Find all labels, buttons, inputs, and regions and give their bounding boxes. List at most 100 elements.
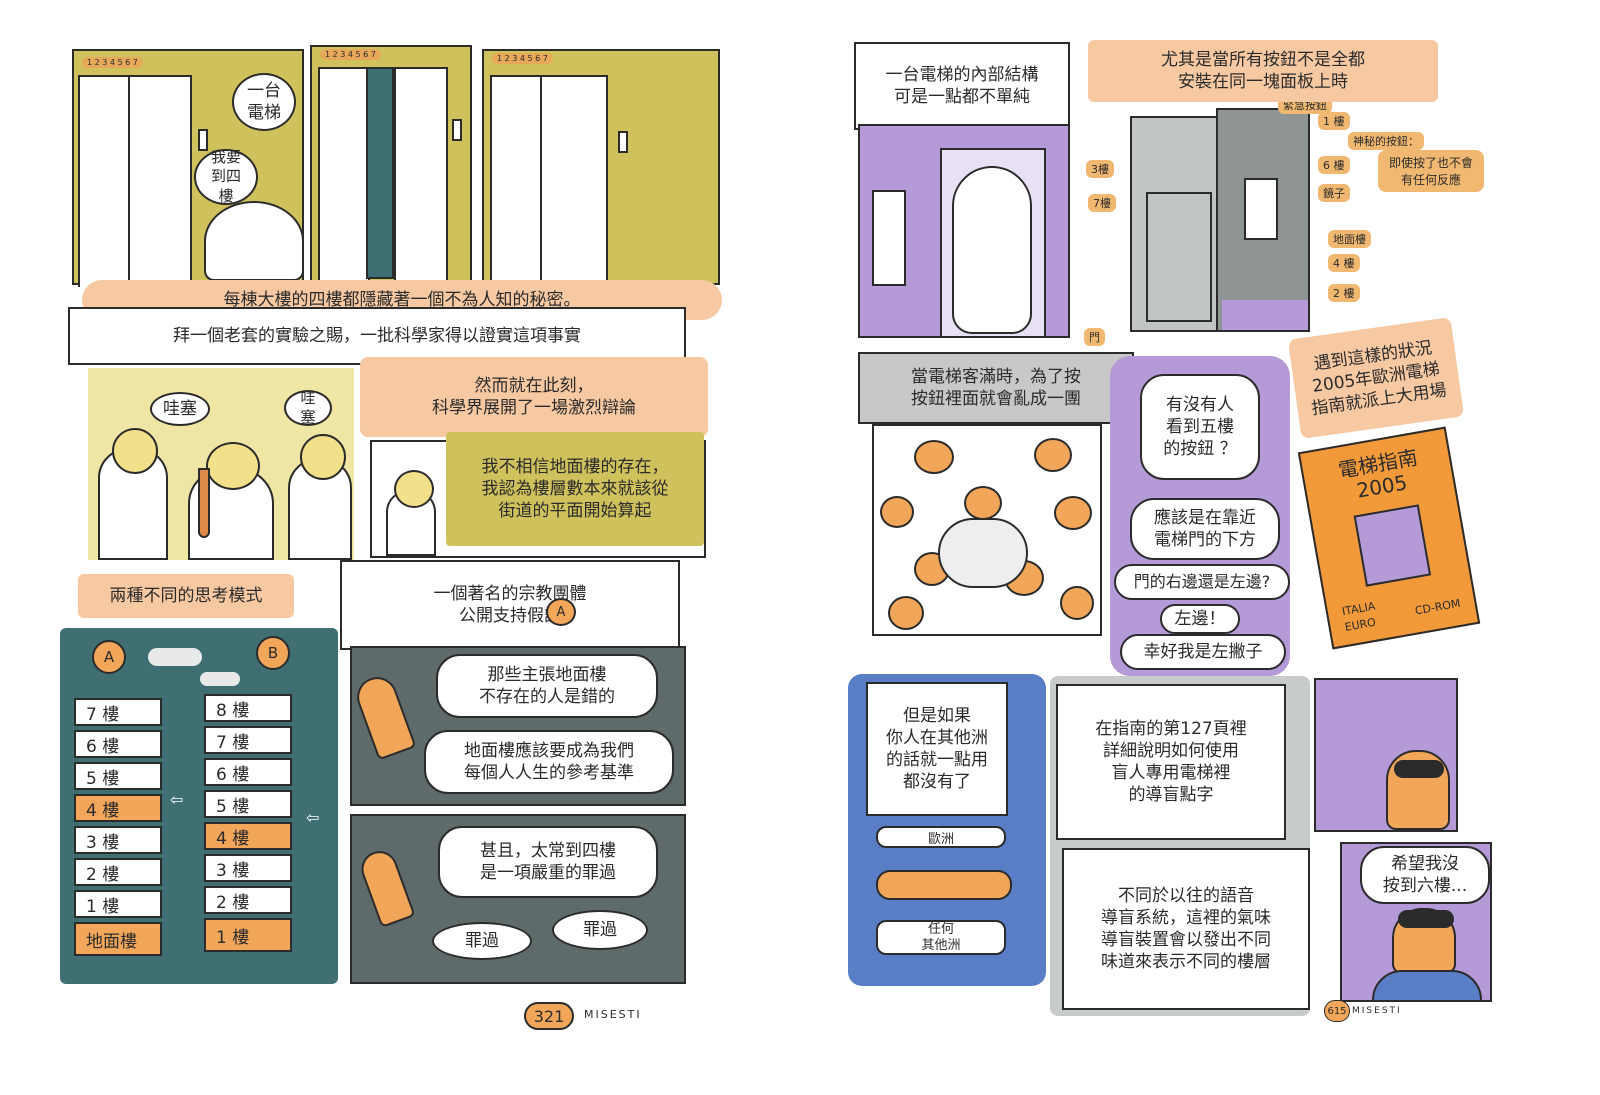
pointing-hand-icon xyxy=(352,671,417,761)
caption-page-127: 在指南的第127頁裡 詳細說明如何使用 盲人專用電梯裡 的導盲點字 xyxy=(1056,684,1286,840)
artist-signature: MISESTI xyxy=(584,1008,642,1021)
floor-column-b: 8 樓 7 樓 6 樓 5 樓 4 樓 3 樓 2 樓 1 樓 xyxy=(204,694,292,952)
floor-b-5: 5 樓 xyxy=(204,790,292,818)
elevator-frame-3: 1 2 3 4 5 6 7 xyxy=(482,49,720,285)
speech-bubble-sixth-floor: 希望我沒 按到六樓... xyxy=(1360,846,1490,904)
book-label-euro: EURO xyxy=(1343,615,1377,634)
speech-bubble-lefty: 幸好我是左撇子 xyxy=(1120,634,1286,670)
call-button-icon xyxy=(618,131,628,153)
scientist-center-head xyxy=(206,442,260,490)
caption-crowd: 當電梯客滿時，為了按 按鈕裡面就會亂成一團 xyxy=(858,352,1134,424)
passenger-head xyxy=(1034,438,1072,472)
elevator-door-right xyxy=(540,75,608,285)
caption-other-continent: 但是如果 你人在其他洲 的話就一點用 都沒有了 xyxy=(866,682,1008,816)
artist-signature: MISESTI xyxy=(1352,1006,1402,1016)
floor-a-4: 4 樓 xyxy=(74,794,162,822)
speech-bubble-wrong: 那些主張地面樓 不存在的人是錯的 xyxy=(436,654,658,718)
left-page: 1 2 3 4 5 6 7 一台 電梯 我要 到四樓 1 2 3 4 5 6 7… xyxy=(0,0,780,1095)
speech-bubble-sin-small-2: 罪過 xyxy=(552,910,648,950)
label-floor-4: 4 樓 xyxy=(1328,254,1360,272)
panel-blind-person-1 xyxy=(1314,678,1458,832)
floor-indicator: 1 2 3 4 5 6 7 xyxy=(320,49,381,60)
label-ground-floor: 地面樓 xyxy=(1328,230,1371,248)
scientist-left-head xyxy=(112,428,158,474)
arrow-label-other: 任何 其他洲 xyxy=(876,920,1006,956)
caption-elevator-structure: 一台電梯的內部結構 可是一點都不單純 xyxy=(854,42,1070,130)
passenger-head xyxy=(1060,586,1094,620)
speech-bubble-reference: 地面樓應該要成為我們 每個人人生的參考基準 xyxy=(424,730,674,794)
floor-b-8: 8 樓 xyxy=(204,694,292,722)
elevator-door-left xyxy=(78,75,132,287)
label-floor-2: 2 樓 xyxy=(1328,284,1360,302)
label-mirror: 鏡子 xyxy=(1318,184,1350,202)
panel-elevator-intro: 1 2 3 4 5 6 7 一台 電梯 我要 到四樓 1 2 3 4 5 6 7… xyxy=(72,45,722,287)
elevator-frame-2: 1 2 3 4 5 6 7 xyxy=(310,45,472,285)
page-number-badge: 615 xyxy=(1324,1000,1350,1022)
speech-bubble-fourth-floor: 我要 到四樓 xyxy=(194,148,258,205)
panel-scientists: 哇塞 哇塞 xyxy=(88,368,354,560)
floor-b-4: 4 樓 xyxy=(204,822,292,850)
floor-column-a: 7 樓 6 樓 5 樓 4 樓 3 樓 2 樓 1 樓 地面樓 xyxy=(74,698,162,956)
floor-a-7: 7 樓 xyxy=(74,698,162,726)
label-secret-note: 即使按了也不會 有任何反應 xyxy=(1378,150,1484,192)
floor-indicator: 1 2 3 4 5 6 7 xyxy=(492,53,553,64)
elevator-door-right xyxy=(394,67,448,283)
page-number-badge: 321 xyxy=(524,1002,574,1030)
floor-b-3: 3 樓 xyxy=(204,854,292,882)
airplane-icon xyxy=(876,870,1012,900)
floor-a-5: 5 樓 xyxy=(74,762,162,790)
arrow-left-icon: ⇦ xyxy=(306,808,320,827)
caption-disbelief: 我不相信地面樓的存在， 我認為樓層數本來就該從 街道的平面開始算起 xyxy=(446,432,704,546)
hypothesis-a-badge: A xyxy=(546,598,576,626)
panel-elevator-diagram: 緊急按鈕 1 樓 神秘的按鈕： 即使按了也不會 有任何反應 3樓 6 樓 鏡子 … xyxy=(1086,102,1498,338)
label-emergency-button: 緊急按鈕 xyxy=(1278,102,1332,114)
passenger-head xyxy=(1054,496,1092,530)
speech-bubble-sin: 甚且，太常到四樓 是一項嚴重的罪過 xyxy=(438,826,658,898)
panel-crowd xyxy=(872,424,1102,636)
speech-bubble-near-door: 應該是在靠近 電梯門的下方 xyxy=(1130,498,1280,560)
passenger-head xyxy=(888,596,924,630)
floor-a-ground: 地面樓 xyxy=(74,922,162,956)
book-title: 電梯指南 2005 xyxy=(1336,445,1420,503)
elevator-door-left xyxy=(318,67,370,283)
reflected-face xyxy=(952,166,1032,334)
arrow-left-icon: ⇦ xyxy=(170,790,184,809)
floor-b-6: 6 樓 xyxy=(204,758,292,786)
call-button-icon xyxy=(198,129,208,151)
elevator-interior xyxy=(366,67,394,279)
panel-floor-columns: A B 7 樓 6 樓 5 樓 4 樓 3 樓 2 樓 1 樓 地面樓 8 樓 … xyxy=(60,628,338,984)
caption-experiment: 拜一個老套的實驗之賜，一批科學家得以證實這項事實 xyxy=(68,307,686,365)
scientist-right-head xyxy=(300,434,346,480)
passenger-body xyxy=(938,518,1028,588)
character-head xyxy=(204,201,304,281)
caption-smell-system: 不同於以往的語音 導盲系統，這裡的氣味 導盲裝置會以發出不同 味道來表示不同的樓… xyxy=(1062,848,1310,1010)
mirror xyxy=(1244,178,1278,240)
floor-a-1: 1 樓 xyxy=(74,890,162,918)
caption-religious-group: 一個著名的宗教團體 公開支持假設 xyxy=(340,560,680,650)
speech-bubble-left: 左邊！ xyxy=(1160,604,1240,634)
sunglasses-icon xyxy=(1398,910,1454,928)
elevator-door-left xyxy=(490,75,544,285)
panel-elevator-interior xyxy=(858,124,1070,338)
book-label-cdrom: CD-ROM xyxy=(1413,596,1462,618)
blind-person-body xyxy=(1372,970,1482,1000)
speech-bubble-which-side: 門的右邊還是左邊? xyxy=(1114,564,1290,600)
test-tube-icon xyxy=(198,468,210,538)
hypothesis-a-icon: A xyxy=(92,640,126,674)
panel-religious-1: 那些主張地面樓 不存在的人是錯的 地面樓應該要成為我們 每個人人生的參考基準 xyxy=(350,646,686,806)
elevator-door-right xyxy=(128,75,192,287)
caption-button-panels: 尤其是當所有按鈕不是全都 安裝在同一塊面板上時 xyxy=(1088,40,1438,102)
label-floor-7: 7樓 xyxy=(1088,194,1116,212)
caption-debate: 然而就在此刻， 科學界展開了一場激烈辯論 xyxy=(360,357,708,437)
page-number: 321 xyxy=(533,1006,565,1026)
caption-two-modes: 兩種不同的思考模式 xyxy=(78,574,294,618)
speech-bubble-fifth-floor: 有沒有人 看到五樓 的按鈕 ？ xyxy=(1140,374,1260,480)
label-floor-1: 1 樓 xyxy=(1318,112,1350,130)
scientist-small-head xyxy=(394,470,434,508)
elevator-door xyxy=(1146,192,1212,322)
floor-b-2: 2 樓 xyxy=(204,886,292,914)
passenger-head xyxy=(880,496,914,528)
label-door: 門 xyxy=(1084,328,1105,346)
label-secret-button: 神秘的按鈕： xyxy=(1348,132,1424,150)
button-panel-icon xyxy=(872,190,906,286)
